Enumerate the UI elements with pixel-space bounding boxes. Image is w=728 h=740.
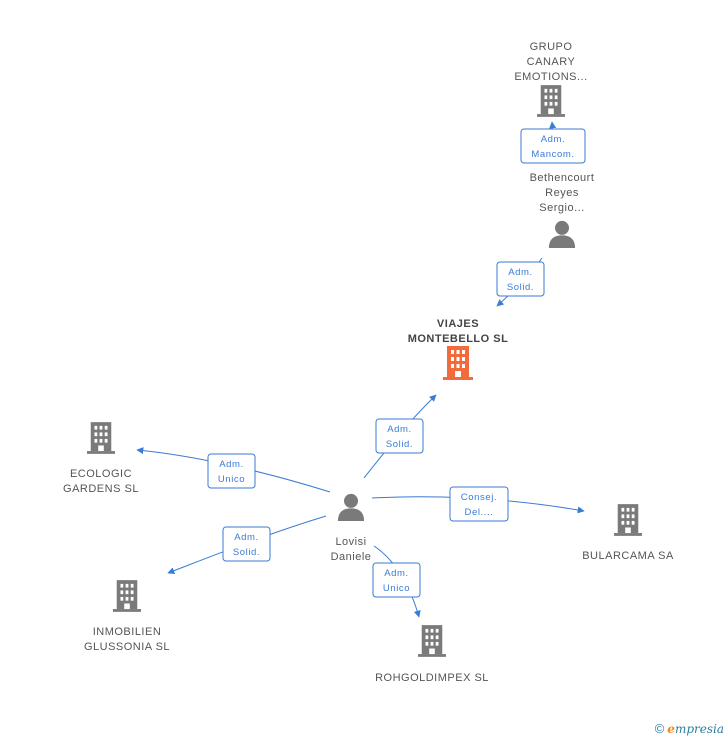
brand-logo[interactable]: empresia <box>667 722 724 736</box>
node-label: ROHGOLDIMPEX SL <box>375 672 489 684</box>
edge-lovisi-to-rohgold: Adm. Unico <box>372 545 421 618</box>
node-rohgold[interactable]: ROHGOLDIMPEX SL <box>375 625 489 684</box>
edge-role-text: Del.... <box>464 507 493 518</box>
edge-role-text: Adm. <box>234 532 259 543</box>
edge-role-box <box>372 562 421 598</box>
person-icon <box>548 220 576 248</box>
edge-role-box <box>496 261 545 297</box>
brand-logo-first-letter: e <box>667 721 675 736</box>
node-bethencourt[interactable]: BethencourtReyesSergio... <box>530 172 595 248</box>
node-label: GLUSSONIA SL <box>84 641 170 653</box>
edge-role-text: Unico <box>383 583 410 594</box>
edge-role-badge[interactable]: Adm. Mancom. <box>520 128 586 164</box>
node-label: GRUPO <box>530 41 573 53</box>
edge-role-text: Adm. <box>219 459 244 470</box>
edge-role-box <box>207 453 256 489</box>
edge-lovisi-to-inmobilien: Adm. Solid. <box>167 515 327 575</box>
edge-role-box <box>222 526 271 562</box>
node-label: MONTEBELLO SL <box>408 333 509 345</box>
node-label: GARDENS SL <box>63 483 139 495</box>
edge-lovisi-to-ecologic: Adm. Unico <box>136 447 331 493</box>
person-icon <box>337 493 365 521</box>
edge-role-text: Adm. <box>387 424 412 435</box>
node-label: Daniele <box>331 551 372 563</box>
node-bularcama[interactable]: BULARCAMA SA <box>582 504 674 562</box>
edge-role-text: Mancom. <box>531 149 574 160</box>
building-icon <box>537 85 565 117</box>
edge-lovisi-to-viajes: Adm. Solid. <box>363 394 437 479</box>
edge-role-badge[interactable]: Adm. Unico <box>207 453 256 489</box>
node-label: Bethencourt <box>530 172 595 184</box>
edge-role-text: Solid. <box>507 282 534 293</box>
building-icon <box>418 625 446 657</box>
brand-logo-rest: mpresia <box>674 721 724 736</box>
node-label: VIAJES <box>437 318 479 330</box>
edge-role-text: Adm. <box>541 134 566 145</box>
node-viajes[interactable]: VIAJES MONTEBELLO SL <box>408 318 509 380</box>
edge-role-badge[interactable]: Consej. Del.... <box>449 486 509 522</box>
node-label: CANARY <box>527 56 576 68</box>
edge-bethencourt-to-viajes: Adm. Solid. <box>496 257 545 307</box>
edge-bethencourt-to-grupo: Adm. Mancom. <box>520 121 586 164</box>
edge-role-text: Unico <box>218 474 245 485</box>
node-label: ECOLOGIC <box>70 468 132 480</box>
edge-role-box <box>520 128 586 164</box>
node-grupo[interactable]: GRUPO CANARY EMOTIONS... <box>514 41 587 117</box>
edge-role-text: Solid. <box>233 547 260 558</box>
edge-role-box <box>449 486 509 522</box>
edge-role-text: Consej. <box>461 492 497 503</box>
node-label: INMOBILIEN <box>93 626 162 638</box>
edge-role-badge[interactable]: Adm. Solid. <box>496 261 545 297</box>
node-label: Sergio... <box>539 202 584 214</box>
edge-role-badge[interactable]: Adm. Solid. <box>222 526 271 562</box>
node-label: Lovisi <box>335 536 366 548</box>
edge-lovisi-to-bularcama: Consej. Del.... <box>371 486 585 522</box>
building-icon <box>113 580 141 612</box>
edge-role-badge[interactable]: Adm. Unico <box>372 562 421 598</box>
edge-role-box <box>375 418 424 454</box>
copyright-symbol: © <box>654 721 665 736</box>
node-label: Reyes <box>545 187 579 199</box>
edge-role-text: Adm. <box>384 568 409 579</box>
node-label: BULARCAMA SA <box>582 550 674 562</box>
edge-role-text: Adm. <box>508 267 533 278</box>
node-label: EMOTIONS... <box>514 71 587 83</box>
building-icon <box>614 504 642 536</box>
building-icon <box>87 422 115 454</box>
edge-role-badge[interactable]: Adm. Solid. <box>375 418 424 454</box>
edge-role-text: Solid. <box>386 439 413 450</box>
node-inmobilien[interactable]: INMOBILIEN GLUSSONIA SL <box>84 580 170 653</box>
building-icon <box>443 346 473 380</box>
brand-footer: © empresia <box>655 721 724 736</box>
node-ecologic[interactable]: ECOLOGIC GARDENS SL <box>63 422 139 495</box>
